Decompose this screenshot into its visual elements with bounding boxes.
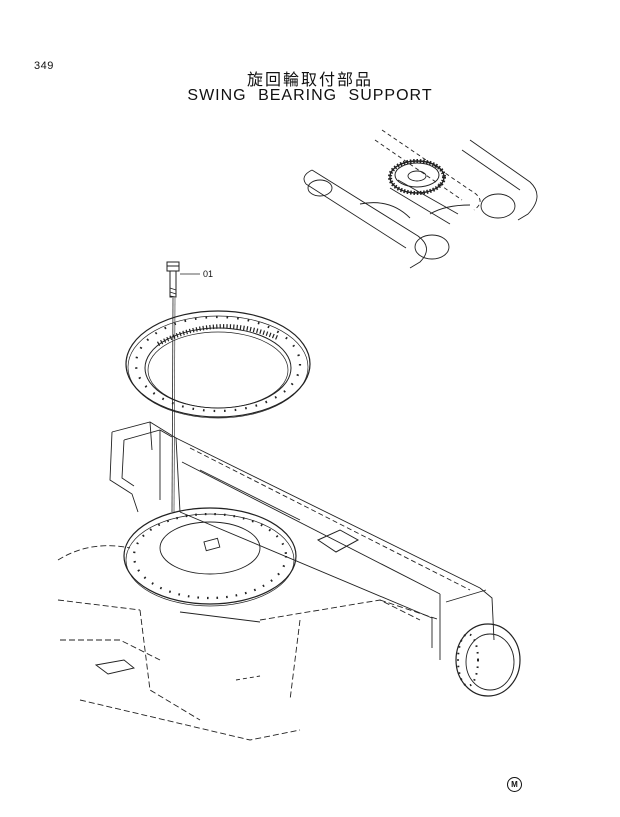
bolt-icon xyxy=(166,261,180,298)
circled-m-icon: M xyxy=(507,777,522,792)
swing-bearing xyxy=(125,310,311,419)
callout-label-01: 01 xyxy=(203,269,213,279)
assembly-axis-line xyxy=(171,297,174,513)
undercarriage-overview xyxy=(303,129,538,269)
page-number: 349 xyxy=(34,60,54,72)
title-english: SWING BEARING SUPPORT xyxy=(187,87,433,104)
title-japanese: 旋回輪取付部品 xyxy=(246,70,373,89)
revolving-frame xyxy=(57,421,521,741)
